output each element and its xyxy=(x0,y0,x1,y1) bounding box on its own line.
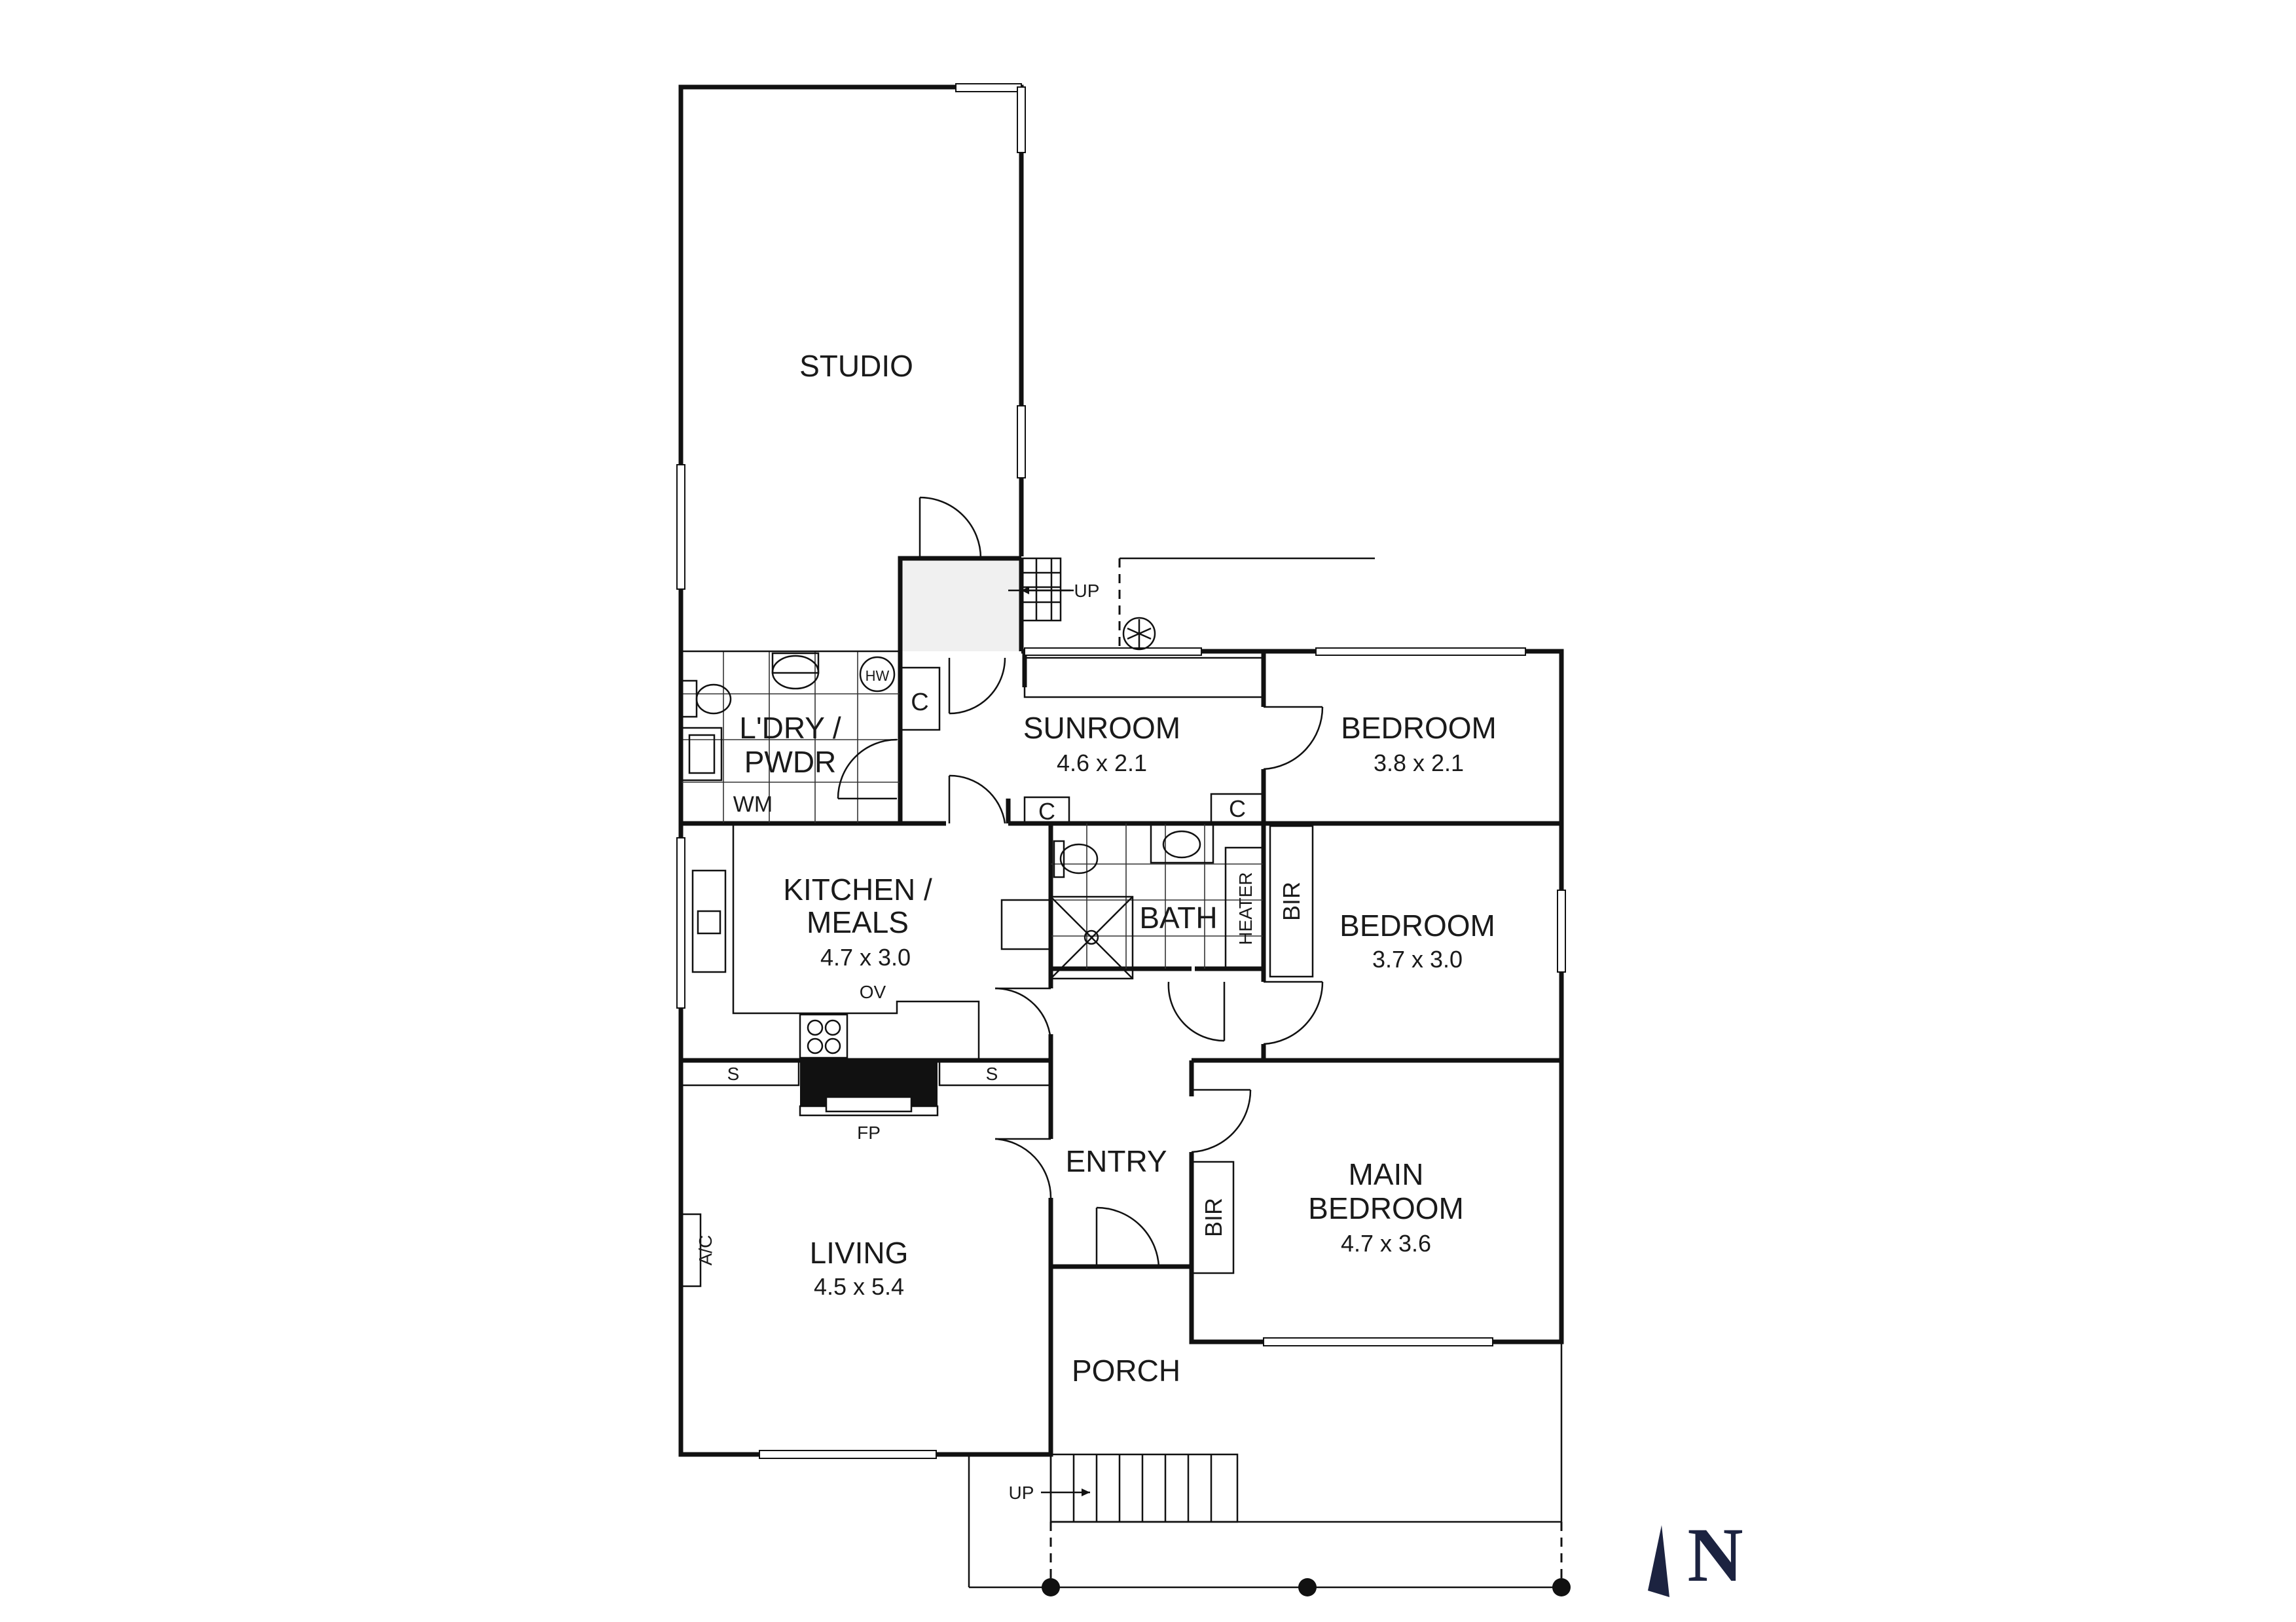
main-bedroom-label-line2: BEDROOM xyxy=(1308,1191,1464,1225)
north-arrow: N xyxy=(1648,1512,1743,1598)
shelf-right-label: S xyxy=(986,1064,998,1084)
ac-unit xyxy=(680,1213,702,1288)
washing-machine-label: WM xyxy=(733,792,773,817)
main-bedroom-dims: 4.7 x 3.6 xyxy=(1341,1230,1431,1257)
living-dims: 4.5 x 5.4 xyxy=(814,1273,904,1300)
kitchen-dims: 4.7 x 3.0 xyxy=(820,944,911,971)
verandah-post xyxy=(1552,1578,1571,1596)
kitchen-bench xyxy=(732,823,980,1060)
north-arrow-icon xyxy=(1648,1525,1669,1597)
cupboard-laundry-label: C xyxy=(911,689,928,716)
kitchen-sink xyxy=(691,869,727,973)
front-verandah xyxy=(968,1342,1571,1596)
oven-label: OV xyxy=(860,982,886,1002)
studio-label: STUDIO xyxy=(799,349,913,383)
bedroom2-label: BEDROOM xyxy=(1339,909,1495,943)
cupboard-laundry xyxy=(899,666,941,731)
heater-unit xyxy=(1224,846,1265,970)
living-label: LIVING xyxy=(810,1236,909,1270)
cupboard-bedroom xyxy=(1210,793,1265,825)
shelf-left xyxy=(680,1060,800,1087)
bir-bedroom-label: BIR xyxy=(1278,882,1305,921)
ac-label: A/C xyxy=(695,1235,716,1266)
front-stairs xyxy=(1049,1453,1239,1523)
porch-label: PORCH xyxy=(1072,1354,1180,1388)
bath-toilet xyxy=(1059,843,1099,874)
studio-landing xyxy=(900,558,1021,651)
windows xyxy=(676,83,1566,1459)
toilet-laundry xyxy=(681,679,698,718)
laundry-label-line1: L'DRY / xyxy=(739,711,841,745)
shelf-right xyxy=(938,1060,1052,1087)
entry-label: ENTRY xyxy=(1065,1144,1167,1178)
cupboard-bedroom-label: C xyxy=(1229,795,1246,822)
north-label: N xyxy=(1687,1512,1743,1598)
laundry-label-line2: PWDR xyxy=(744,745,837,779)
bedroom1-dims: 3.8 x 2.1 xyxy=(1374,749,1464,776)
cooktop xyxy=(799,1013,848,1059)
laundry-trough xyxy=(681,727,723,782)
main-bedroom-label-line1: MAIN xyxy=(1349,1157,1424,1191)
bedroom2-dims: 3.7 x 3.0 xyxy=(1372,946,1463,973)
sunroom-dims: 4.6 x 2.1 xyxy=(1057,749,1147,776)
fireplace-label: FP xyxy=(857,1123,881,1143)
hot-water-label: HW xyxy=(866,668,890,684)
doors xyxy=(837,496,1324,1267)
shelf-left-label: S xyxy=(727,1064,740,1084)
heater-label: HEATER xyxy=(1235,872,1256,945)
stairs-up-rear-label: UP xyxy=(1074,581,1100,601)
hot-water-unit xyxy=(859,656,896,693)
bath-label: BATH xyxy=(1139,901,1217,935)
kitchen-label-line1: KITCHEN / xyxy=(783,873,932,907)
cupboard-sunroom xyxy=(1023,796,1070,825)
rear-deck xyxy=(1008,557,1375,651)
bedroom1-label: BEDROOM xyxy=(1341,711,1497,745)
rear-tap-icon xyxy=(1122,617,1156,651)
verandah-post xyxy=(1298,1578,1317,1596)
cupboard-sunroom-label: C xyxy=(1038,798,1055,825)
bir-main-bedroom xyxy=(1192,1161,1235,1274)
bir-main-bedroom-label: BIR xyxy=(1200,1198,1227,1237)
bath-vanity xyxy=(1162,830,1201,859)
kitchen-label-line2: MEALS xyxy=(807,905,909,939)
sunroom-label: SUNROOM xyxy=(1023,711,1180,745)
verandah-post xyxy=(1042,1578,1060,1596)
bir-bedroom xyxy=(1269,825,1314,978)
stairs-up-front-label: UP xyxy=(1009,1483,1034,1503)
